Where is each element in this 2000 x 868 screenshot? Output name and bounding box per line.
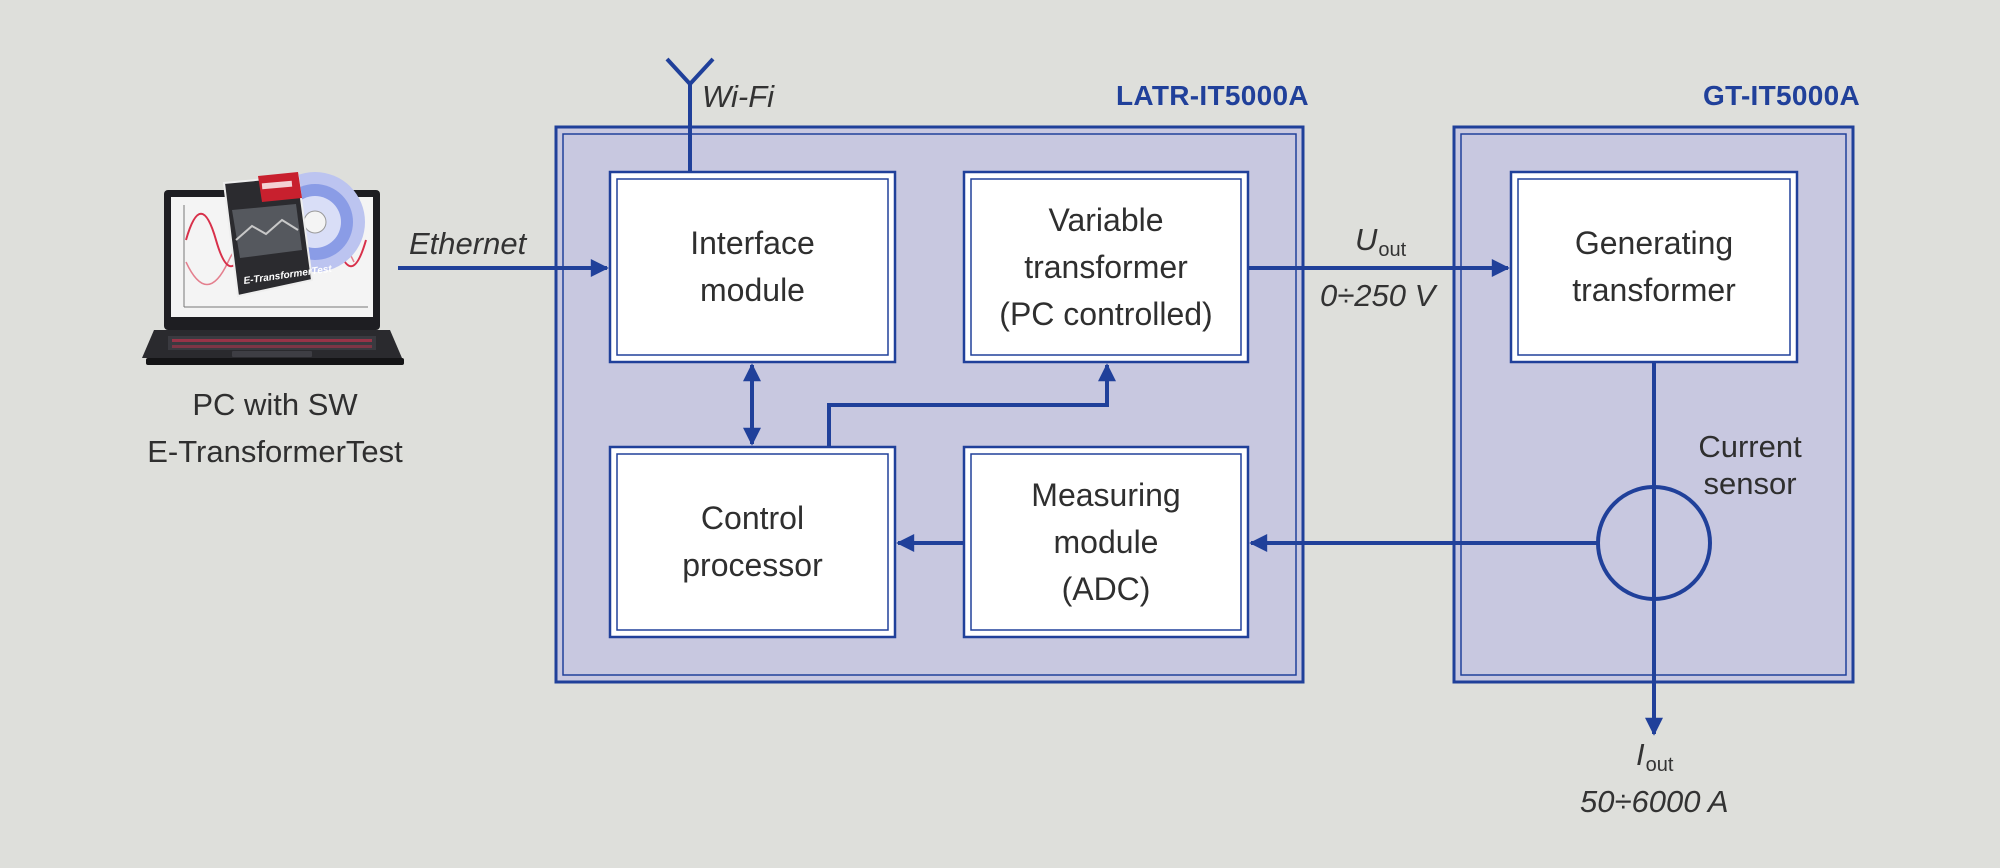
output-current-subscript: out	[1645, 754, 1674, 776]
measuring-module-box	[962, 445, 1250, 639]
output-current-letter: I	[1636, 737, 1645, 772]
pc-caption-line-2: E-TransformerTest	[147, 434, 403, 469]
interface-module-line-1: Interface	[690, 225, 815, 261]
wifi-antenna-icon	[665, 57, 715, 172]
variable-transformer-line-1: Variable	[1048, 201, 1164, 238]
interface-module-label: Interface module	[617, 179, 888, 355]
current-sensor-icon	[1596, 485, 1712, 601]
output-voltage-symbol: Uout	[1355, 224, 1406, 260]
control-processor-line-1: Control	[700, 500, 805, 536]
wifi-label: Wi-Fi	[702, 79, 775, 114]
output-current-range: 50÷6000 A	[1580, 784, 1729, 819]
variable-transformer-line-2: transformer	[1024, 248, 1188, 285]
measuring-module-label: Measuring module (ADC)	[971, 454, 1241, 630]
control-to-vt-link	[827, 363, 1116, 447]
generating-transformer-box	[1509, 170, 1799, 364]
pc-caption-line-1: PC with SW	[192, 387, 358, 422]
generating-transformer-line-2: transformer	[1572, 272, 1736, 308]
current-sensor-line-1: Current	[1698, 429, 1802, 464]
output-voltage-subscript: out	[1378, 239, 1407, 261]
variable-transformer-label: Variable transformer (PC controlled)	[971, 179, 1241, 355]
interface-module-box	[608, 170, 897, 364]
variable-transformer-box	[962, 170, 1250, 364]
ethernet-label: Ethernet	[409, 226, 527, 261]
software-box-icon: E-TransformerTest	[222, 172, 365, 298]
current-sensor-label: Current sensor	[1690, 427, 1810, 503]
pc-caption: PC with SW E-TransformerTest	[120, 380, 430, 476]
output-voltage-letter: U	[1355, 222, 1378, 257]
control-processor-line-2: processor	[682, 547, 823, 583]
current-sensor-line-2: sensor	[1703, 466, 1797, 501]
measuring-module-line-1: Measuring	[1031, 476, 1181, 513]
generating-transformer-line-1: Generating	[1574, 225, 1734, 261]
control-processor-label: Control processor	[617, 454, 888, 630]
generating-transformer-label: Generating transformer	[1518, 179, 1790, 355]
output-voltage-range: 0÷250 V	[1320, 278, 1436, 313]
control-processor-box	[608, 445, 897, 639]
variable-transformer-line-3: (PC controlled)	[999, 295, 1213, 332]
interface-module-line-2: module	[700, 272, 805, 308]
latr-unit-title: LATR-IT5000A	[1116, 80, 1309, 111]
measuring-module-line-2: module	[1053, 523, 1159, 560]
output-current-symbol: Iout	[1636, 739, 1673, 775]
measuring-module-line-3: (ADC)	[1061, 570, 1151, 607]
gt-unit-title: GT-IT5000A	[1703, 80, 1861, 111]
